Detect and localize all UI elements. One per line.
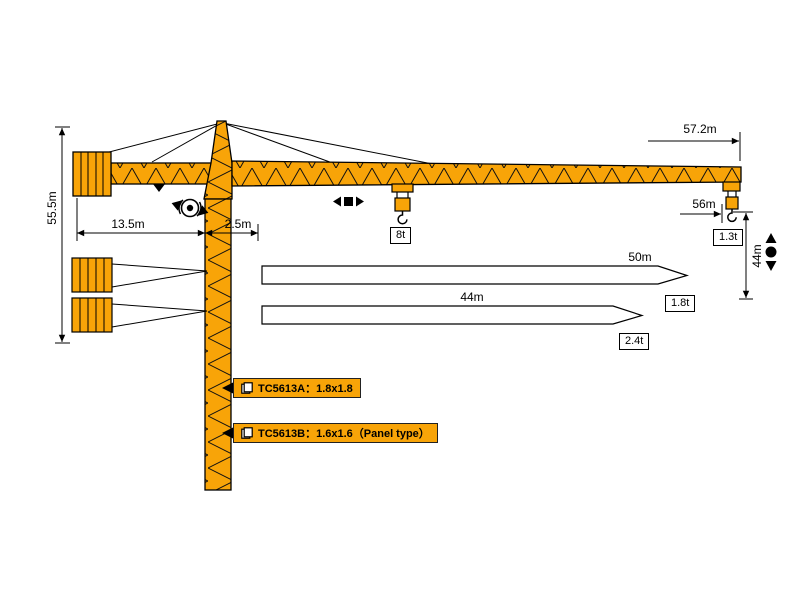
- jib-variant-50m: [261, 265, 690, 285]
- jib-tip-hook: [722, 181, 741, 223]
- counter-jib: [110, 162, 214, 185]
- model-variant-b-label: TC5613B：1.6x1.6（Panel type）: [258, 428, 430, 440]
- label-rear-offset: 2.5m: [224, 217, 252, 231]
- counterjib-hoist-marker: [153, 184, 165, 192]
- mast-section-icon: [241, 382, 253, 394]
- load-badge-mid-span: 8t: [390, 227, 412, 244]
- label-total-height: 55.5m: [45, 191, 59, 225]
- label-counter-jib-length: 13.5m: [111, 217, 145, 231]
- ballast-variant-1: [71, 257, 208, 293]
- model-variant-a-label: TC5613A：1.8x1.8: [258, 383, 353, 395]
- label-jib-variant-44m: 44m: [460, 290, 484, 304]
- tower-head: [203, 120, 233, 200]
- label-max-jib-length: 57.2m: [683, 122, 717, 136]
- dimension-lines: [55, 126, 753, 344]
- counterweight-block: [72, 151, 112, 197]
- jib: [231, 160, 742, 187]
- trolley-travel-icon: [333, 196, 364, 207]
- mast-section-icon: [241, 427, 253, 439]
- model-pointer-arrows: [222, 382, 233, 439]
- model-variant-b-box: TC5613B：1.6x1.6（Panel type）: [233, 423, 438, 443]
- load-badge-tip-56m: 1.3t: [713, 229, 744, 246]
- label-hook-height: 44m: [750, 244, 764, 268]
- ballast-variant-2: [71, 297, 208, 333]
- jib-variant-44m: [261, 305, 645, 325]
- model-variant-a-box: TC5613A：1.8x1.8: [233, 378, 361, 398]
- rotation-icon: [171, 198, 209, 218]
- label-jib-variant-50m: 50m: [628, 250, 652, 264]
- trolley-hook: [391, 183, 414, 225]
- hook-travel-icon: [765, 233, 777, 271]
- load-badge-tip-44m: 2.4t: [619, 333, 650, 350]
- label-tip-radius: 56m: [692, 197, 716, 211]
- load-badge-tip-50m: 1.8t: [665, 295, 696, 312]
- tower-mast: [204, 198, 232, 491]
